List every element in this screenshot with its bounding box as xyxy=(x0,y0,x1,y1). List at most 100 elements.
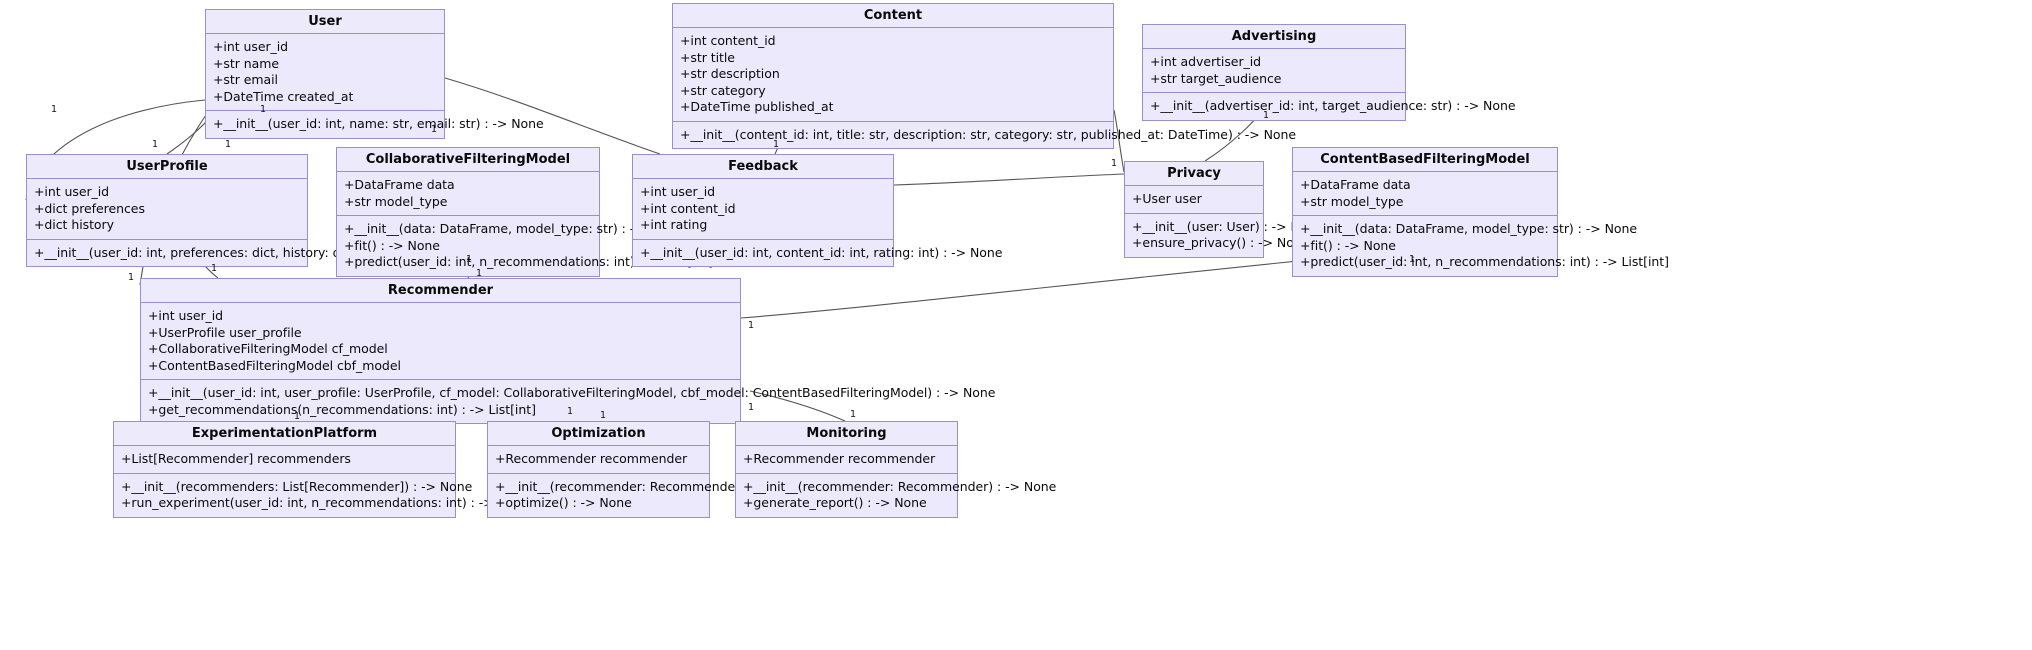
uml-attribute: +str name xyxy=(213,55,279,71)
multiplicity-label: 1 xyxy=(225,139,232,150)
uml-attributes-compartment: +List[Recommender] recommenders xyxy=(114,446,455,474)
multiplicity-label: 1 xyxy=(51,104,58,115)
multiplicity-label: 1 xyxy=(1263,110,1270,121)
uml-attribute: +str target_audience xyxy=(1150,70,1282,86)
uml-method: +__init__(data: DataFrame, model_type: s… xyxy=(1300,221,1637,236)
uml-class-title: ContentBasedFilteringModel xyxy=(1293,148,1557,172)
uml-method: +__init__(content_id: int, title: str, d… xyxy=(680,126,1297,142)
uml-method: +__init__(user_id: int, name: str, email… xyxy=(213,116,544,131)
uml-methods-compartment: +__init__(data: DataFrame, model_type: s… xyxy=(1293,216,1669,276)
multiplicity-label: 1 xyxy=(128,272,135,283)
uml-attribute: +str email xyxy=(213,72,278,87)
uml-attribute: +int content_id xyxy=(680,33,776,48)
uml-class-user[interactable]: User+int user_id+str name+str email+Date… xyxy=(205,9,544,139)
uml-class-privacy[interactable]: Privacy+User user+__init__(user: User) :… xyxy=(1124,161,1323,258)
uml-method: +optimize() : -> None xyxy=(495,495,632,510)
uml-method: +generate_report() : -> None xyxy=(743,495,927,510)
uml-class-collaborativefilteringmodel[interactable]: CollaborativeFilteringModel +DataFrame da… xyxy=(336,147,713,277)
uml-attribute: +str description xyxy=(680,66,780,81)
uml-class-contentbasedfilteringmodel[interactable]: ContentBasedFilteringModel+DataFrame dat… xyxy=(1292,147,1669,277)
uml-attribute: +int content_id xyxy=(640,200,736,216)
uml-methods-compartment: +__init__(user: User) : -> None+ensure_p… xyxy=(1125,214,1323,257)
uml-method: +fit() : -> None xyxy=(1300,237,1396,253)
uml-attribute: +str model_type xyxy=(1300,193,1404,209)
uml-method: +get_recommendations(n_recommendations: … xyxy=(148,401,536,417)
uml-attribute: +int advertiser_id xyxy=(1150,54,1262,69)
uml-attribute: +str model_type xyxy=(344,193,448,209)
uml-class-advertising[interactable]: Advertising+int advertiser_id+str target… xyxy=(1142,24,1516,121)
uml-attribute: +str category xyxy=(680,82,766,98)
uml-attributes-compartment: +int user_id+int content_id+int rating xyxy=(633,179,893,240)
uml-class-title: CollaborativeFilteringModel xyxy=(337,148,599,172)
uml-method: +fit() : -> None xyxy=(344,237,440,253)
uml-attribute: +User user xyxy=(1132,191,1202,206)
uml-attribute: +CollaborativeFilteringModel cf_model xyxy=(148,341,388,356)
uml-method: +run_experiment(user_id: int, n_recommen… xyxy=(121,495,604,510)
uml-method: +__init__(user_id: int, preferences: dic… xyxy=(34,244,424,260)
uml-class-userprofile[interactable]: UserProfile+int user_id+dict preferences… xyxy=(26,154,424,267)
uml-methods-compartment: +__init__(user_id: int, name: str, email… xyxy=(206,111,544,138)
uml-attribute: +ContentBasedFilteringModel cbf_model xyxy=(148,357,401,373)
uml-method: +ensure_privacy() : -> None xyxy=(1132,235,1310,250)
uml-method: +__init__(data: DataFrame, model_type: s… xyxy=(344,221,681,236)
uml-method: +__init__(recommenders: List[Recommender… xyxy=(121,478,473,494)
uml-attributes-compartment: +User user xyxy=(1125,186,1263,214)
uml-attributes-compartment: +Recommender recommender xyxy=(488,446,709,474)
uml-class-title: Feedback xyxy=(633,155,893,179)
multiplicity-label: 1 xyxy=(466,254,473,265)
uml-class-title: Advertising xyxy=(1143,25,1405,49)
uml-class-content[interactable]: Content+int content_id+str title+str des… xyxy=(672,3,1297,149)
uml-class-recommender[interactable]: Recommender+int user_id+UserProfile user… xyxy=(140,278,996,424)
uml-methods-compartment: +__init__(recommender: Recommender) : ->… xyxy=(736,474,1057,517)
uml-attribute: +int user_id xyxy=(34,184,110,199)
uml-class-title: ExperimentationPlatform xyxy=(114,422,455,446)
multiplicity-label: 1 xyxy=(431,124,438,135)
uml-method: +__init__(recommender: Recommender) : ->… xyxy=(495,478,809,494)
uml-attribute: +DataFrame data xyxy=(1300,177,1411,192)
uml-method: +__init__(advertiser_id: int, target_aud… xyxy=(1150,98,1516,113)
uml-class-title: Monitoring xyxy=(736,422,957,446)
uml-method: +__init__(user: User) : -> None xyxy=(1132,218,1323,234)
uml-attribute: +str title xyxy=(680,49,735,65)
uml-attribute: +int user_id xyxy=(213,39,289,54)
uml-attribute: +DateTime created_at xyxy=(213,88,354,104)
multiplicity-label: 1 xyxy=(211,263,218,274)
uml-class-experimentationplatform[interactable]: ExperimentationPlatform +List[Recommender… xyxy=(113,421,604,518)
uml-attributes-compartment: +int user_id+str name+str email+DateTime… xyxy=(206,34,444,111)
uml-class-monitoring[interactable]: Monitoring +Recommender recommender +__ini… xyxy=(735,421,1057,518)
uml-methods-compartment: +__init__(recommender: Recommender) : ->… xyxy=(488,474,809,517)
uml-attribute: +int rating xyxy=(640,217,708,232)
uml-attribute: +Recommender recommender xyxy=(743,451,936,466)
uml-attributes-compartment: +Recommender recommender xyxy=(736,446,957,474)
multiplicity-label: 1 xyxy=(294,411,301,422)
multiplicity-label: 1 xyxy=(152,139,159,150)
uml-attribute: +int user_id xyxy=(148,308,224,323)
uml-methods-compartment: +__init__(user_id: int, user_profile: Us… xyxy=(141,380,996,423)
uml-class-optimization[interactable]: Optimization+Recommender recommender +__i… xyxy=(487,421,809,518)
uml-methods-compartment: +__init__(advertiser_id: int, target_aud… xyxy=(1143,93,1516,120)
uml-methods-compartment: +__init__(user_id: int, content_id: int,… xyxy=(633,240,1003,267)
uml-attributes-compartment: +int user_id+UserProfile user_profile+Co… xyxy=(141,303,740,380)
uml-class-title: Content xyxy=(673,4,1113,28)
uml-method: +predict(user_id: int, n_recommendations… xyxy=(1300,254,1669,269)
uml-attribute: +DataFrame data xyxy=(344,177,455,192)
uml-attribute: +dict preferences xyxy=(34,200,145,216)
uml-class-title: Recommender xyxy=(141,279,740,303)
uml-class-title: User xyxy=(206,10,444,34)
uml-class-title: Optimization xyxy=(488,422,709,446)
multiplicity-label: 1 xyxy=(1111,158,1118,169)
uml-attribute: +List[Recommender] recommenders xyxy=(121,451,351,466)
uml-method: +__init__(recommender: Recommender) : ->… xyxy=(743,478,1057,494)
uml-method: +__init__(user_id: int, content_id: int,… xyxy=(640,244,1003,260)
multiplicity-label: 1 xyxy=(600,410,607,421)
multiplicity-label: 1 xyxy=(773,139,780,150)
uml-attributes-compartment: +DataFrame data+str model_type xyxy=(1293,172,1557,216)
uml-attributes-compartment: +int content_id+str title+str descriptio… xyxy=(673,28,1113,122)
uml-method: +__init__(user_id: int, user_profile: Us… xyxy=(148,385,996,400)
edge-user-privacy xyxy=(893,173,1125,186)
uml-attribute: +int user_id xyxy=(640,184,716,199)
uml-method: +predict(user_id: int, n_recommendations… xyxy=(344,254,713,269)
uml-attributes-compartment: +int advertiser_id+str target_audience xyxy=(1143,49,1405,93)
uml-class-feedback[interactable]: Feedback+int user_id+int content_id+int … xyxy=(632,154,1003,267)
